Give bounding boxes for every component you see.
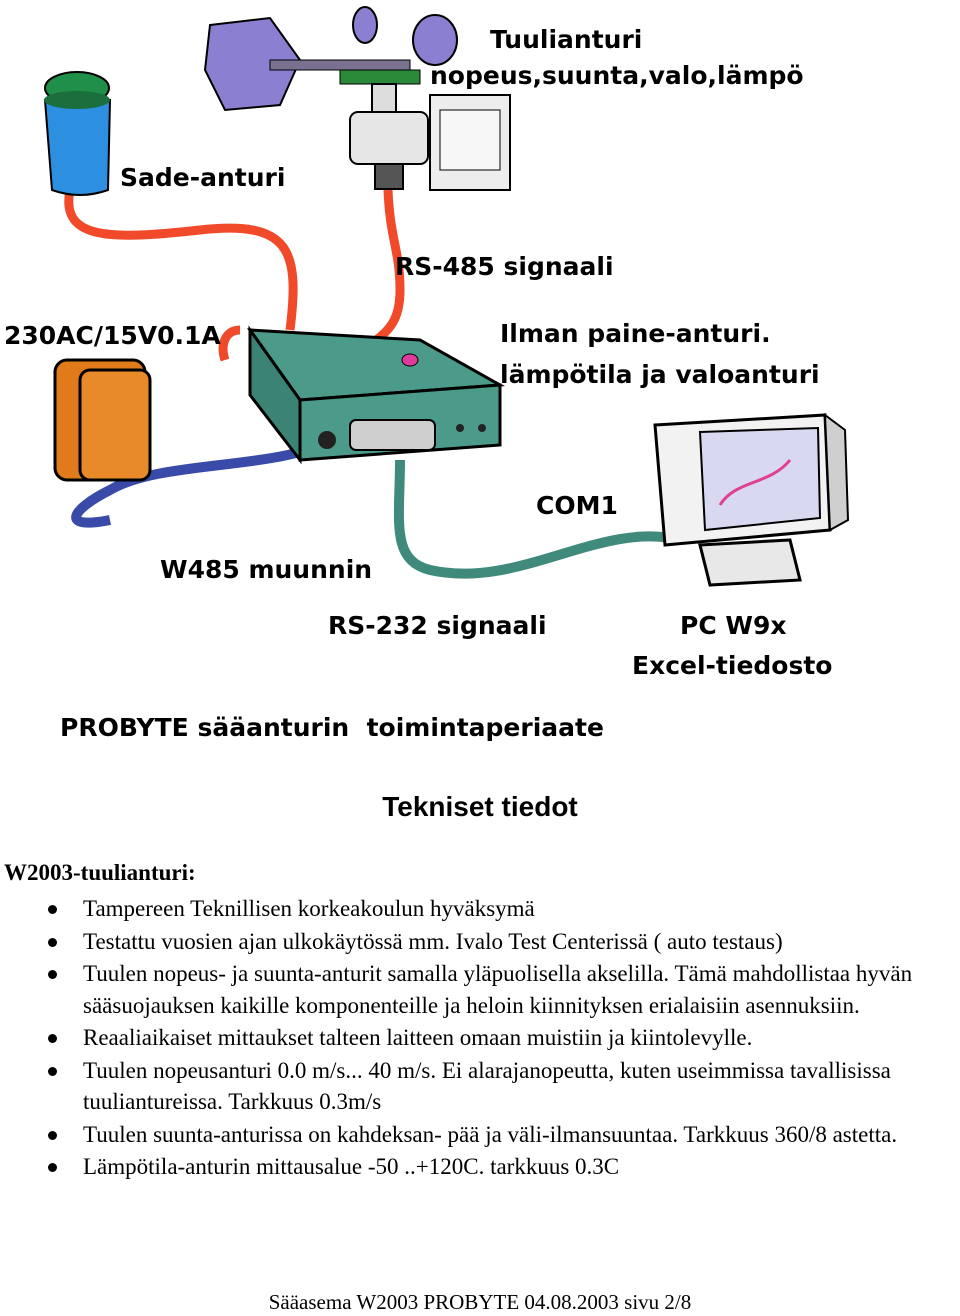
section-title: W2003-tuulianturi: [4, 860, 196, 885]
wind-sensor-cable [367, 189, 405, 349]
label-sade-anturi: Sade-anturi [120, 163, 285, 192]
list-item-text: Testattu vuosien ajan ulkokäytössä mm. I… [83, 928, 783, 954]
power-adapter-icon [53, 358, 152, 482]
label-pc: PC W9x [680, 611, 786, 640]
bullet-icon [48, 1130, 57, 1140]
wind-sensor-icon [203, 6, 511, 191]
list-item: Tuulen nopeus- ja suunta-anturit samalla… [0, 958, 960, 1021]
label-tuulianturi: Tuulianturi [490, 25, 642, 54]
list-item-text: Lämpötila-anturin mittausalue -50 ..+120… [83, 1154, 620, 1179]
list-item-text: Tampereen Teknillisen korkeakoulun hyväk… [83, 896, 535, 921]
page-footer: Sääasema W2003 PROBYTE 04.08.2003 sivu 2… [268, 1290, 692, 1314]
page-heading: Tekniset tiedot [382, 791, 578, 822]
label-com1: COM1 [536, 491, 618, 520]
label-excel: Excel-tiedosto [632, 651, 832, 680]
system-diagram: Tuulianturi nopeus,suunta,valo,lämpö Sad… [4, 6, 850, 742]
list-item-text: Reaaliaikaiset mittaukset talteen laitte… [83, 1025, 753, 1050]
converter-blue-cable [71, 435, 333, 528]
bullet-icon [48, 970, 57, 979]
list-item: Lämpötila-anturin mittausalue -50 ..+120… [0, 1151, 960, 1183]
label-w485: W485 muunnin [160, 555, 372, 584]
converter-box-icon [246, 325, 506, 465]
list-item: Testattu vuosien ajan ulkokäytössä mm. I… [0, 926, 960, 958]
label-rs232: RS-232 signaali [328, 611, 547, 640]
list-item: Reaaliaikaiset mittaukset talteen laitte… [0, 1022, 960, 1054]
bullet-icon [48, 1034, 57, 1043]
list-item: Tuulen suunta-anturissa on kahdeksan- pä… [0, 1119, 960, 1151]
bullet-icon [48, 1066, 57, 1076]
bullet-icon [48, 937, 57, 947]
bullet-icon [48, 1163, 57, 1172]
list-item-text: Tuulen suunta-anturissa on kahdeksan- pä… [83, 1121, 898, 1147]
label-rs485: RS-485 signaali [395, 252, 614, 281]
list-item: Tampereen Teknillisen korkeakoulun hyväk… [0, 893, 960, 925]
list-item-text: Tuulen nopeusanturi 0.0 m/s... 40 m/s. E… [83, 1057, 891, 1115]
pc-monitor-icon [653, 412, 850, 587]
bullet-icon [48, 905, 57, 914]
diagram-caption: PROBYTE sääanturin toimintaperiaate [60, 713, 604, 742]
power-cable [218, 325, 241, 362]
label-power: 230AC/15V0.1A [4, 321, 221, 350]
rs232-cable [393, 459, 682, 579]
label-ilman-2: lämpötila ja valoanturi [500, 360, 820, 389]
list-item: Tuulen nopeusanturi 0.0 m/s... 40 m/s. E… [0, 1055, 960, 1118]
label-tuulianturi-sub: nopeus,suunta,valo,lämpö [430, 61, 804, 90]
spec-list: Tampereen Teknillisen korkeakoulun hyväk… [0, 893, 960, 1184]
list-item-text: Tuulen nopeus- ja suunta-anturit samalla… [83, 961, 913, 1018]
rain-sensor-cable [64, 189, 298, 331]
label-ilman-1: Ilman paine-anturi. [500, 319, 771, 348]
rain-sensor-icon [43, 71, 112, 196]
